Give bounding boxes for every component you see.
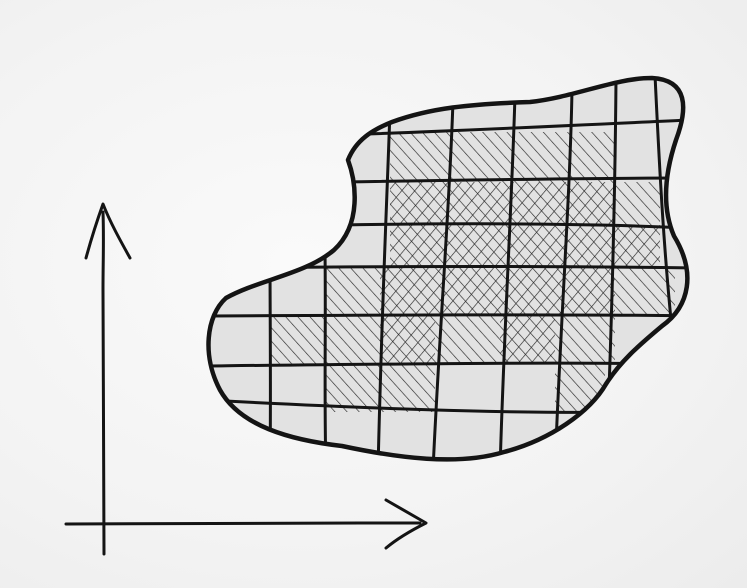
hatch-cell: [390, 132, 453, 182]
hatch-cell: [325, 268, 380, 316]
hatch-cell: [325, 316, 380, 364]
hatch-cell: [435, 316, 500, 364]
y-axis-arrowhead: [86, 204, 130, 258]
hatch-cell: [380, 364, 435, 412]
grid-line-vertical: [325, 250, 326, 470]
grid-line-horizontal: [210, 315, 700, 316]
hatch-cell: [615, 182, 660, 225]
hatch-cell: [555, 316, 615, 364]
hatch-cell: [555, 364, 605, 412]
hatch-cell: [515, 132, 570, 182]
hatch-cell: [270, 316, 325, 364]
grid-line-horizontal: [220, 267, 700, 269]
hatch-cell: [570, 132, 615, 182]
hatch-cell: [453, 132, 515, 182]
x-axis-line: [66, 523, 420, 524]
y-axis-line: [103, 212, 104, 554]
